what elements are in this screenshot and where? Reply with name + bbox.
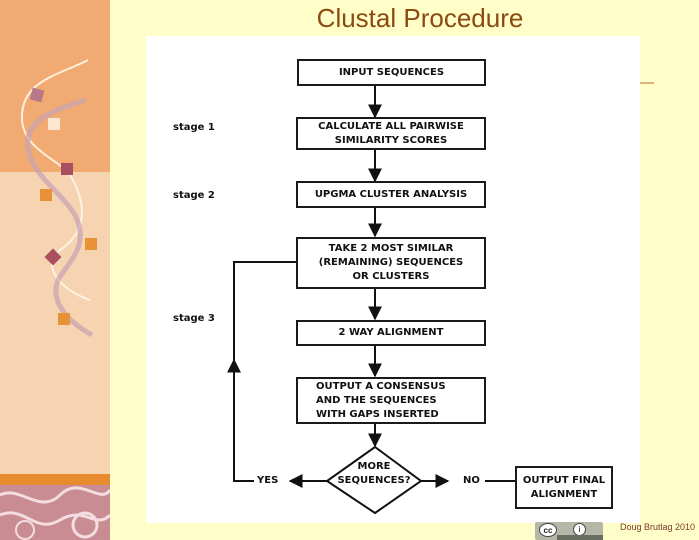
node-text: SIMILARITY SCORES [334,134,448,146]
node-take-two: TAKE 2 MOST SIMILAR (REMAINING) SEQUENCE… [296,237,486,289]
edge-label-yes: YES [255,475,281,486]
node-text: (REMAINING) SEQUENCES [318,257,464,268]
node-output-consensus: OUTPUT A CONSENSUS AND THE SEQUENCES WIT… [296,377,486,424]
sidebar-middle-panel [0,172,110,474]
node-text: SEQUENCES? [337,475,411,486]
node-text: OUTPUT FINAL [522,474,606,486]
node-text: WITH GAPS INSERTED [316,408,439,420]
edge-label-no: NO [461,475,482,486]
node-upgma: UPGMA CLUSTER ANALYSIS [296,181,486,208]
decision-text: MORE SEQUENCES? [327,460,421,488]
node-text: CALCULATE ALL PAIRWISE [318,120,464,132]
cc-logo-icon: cc [539,523,557,537]
node-text: MORE [357,461,391,472]
node-output-final: OUTPUT FINAL ALIGNMENT [515,466,613,509]
loop-line-top [233,261,296,362]
sidebar-accent-band [0,474,110,485]
sidebar-top-panel [0,0,110,172]
decision-diamond [325,445,423,515]
accent-line [640,82,654,84]
node-text: UPGMA CLUSTER ANALYSIS [314,188,468,200]
node-text: ALIGNMENT [530,488,598,500]
node-text: OR CLUSTERS [352,271,430,282]
sidebar-pattern [0,485,110,540]
decorative-sidebar [0,0,110,540]
node-input-sequences: INPUT SEQUENCES [297,59,486,86]
node-text: AND THE SEQUENCES [316,394,437,406]
loop-line [233,362,254,482]
cc-by-icon: cc i [535,522,603,540]
stage-label-1: stage 1 [173,122,215,133]
slide-title: Clustal Procedure [316,3,524,33]
stage-label-3: stage 3 [173,313,215,324]
stage-label-2: stage 2 [173,190,215,201]
node-text: TAKE 2 MOST SIMILAR [328,243,454,254]
node-text: 2 WAY ALIGNMENT [338,327,444,338]
dna-helix-decoration [20,59,97,338]
cc-bar [557,535,603,540]
node-pairwise-scores: CALCULATE ALL PAIRWISE SIMILARITY SCORES [296,117,486,150]
author-credit: Doug Brutlag 2010 [620,522,696,532]
node-text: OUTPUT A CONSENSUS [316,380,446,392]
node-text: INPUT SEQUENCES [338,66,445,78]
node-two-way-alignment: 2 WAY ALIGNMENT [296,320,486,346]
